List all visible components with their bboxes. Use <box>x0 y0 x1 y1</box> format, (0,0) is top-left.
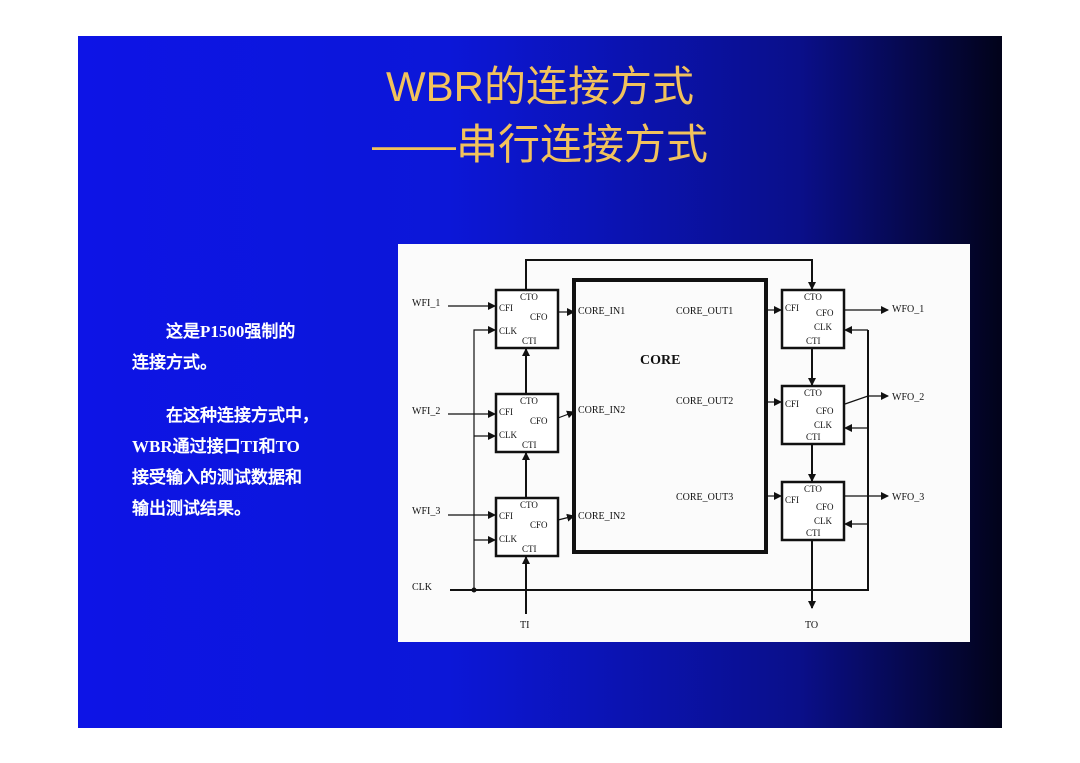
right-wrapper-cell-3: CTO CFI CFO CLK CTI <box>780 480 846 542</box>
core-in-label-2: CORE_IN2 <box>578 405 625 416</box>
description-paragraph-1: 这是P1500强制的 连接方式。 <box>132 316 372 378</box>
cell-port-cfo: CFO <box>816 502 834 512</box>
core-out-label-1: CORE_OUT1 <box>676 306 733 317</box>
cell-port-cfi: CFI <box>499 511 513 521</box>
left-wrapper-cell-3: CTO CFI CFO CLK CTI <box>494 496 560 558</box>
core-in-label-1: CORE_IN1 <box>578 306 625 317</box>
cell-port-cti: CTI <box>522 336 537 346</box>
left-wrapper-cell-1: CTO CFI CFO CLK CTI <box>494 288 560 350</box>
to-label: TO <box>805 620 818 631</box>
left-wrapper-cell-2: CTO CFI CFO CLK CTI <box>494 392 560 454</box>
diagram-svg: CORE CORE_IN1 CORE_IN2 CORE_IN2 CORE_OUT… <box>412 259 924 631</box>
cell-port-clk: CLK <box>499 326 518 336</box>
wbr-serial-connection-diagram: CORE CORE_IN1 CORE_IN2 CORE_IN2 CORE_OUT… <box>398 244 970 642</box>
wfi-2-label: WFI_2 <box>412 406 440 417</box>
slide-title-line1: WBR的连接方式 <box>386 63 694 110</box>
wfi-1-label: WFI_1 <box>412 298 440 309</box>
cell-port-cto: CTO <box>520 396 538 406</box>
cell-port-cfo: CFO <box>816 308 834 318</box>
cell-port-cto: CTO <box>804 292 822 302</box>
cell-port-cfi: CFI <box>785 495 799 505</box>
wfo-3-label: WFO_3 <box>892 492 924 503</box>
cell-port-cto: CTO <box>804 388 822 398</box>
cell-port-clk: CLK <box>499 534 518 544</box>
cell-port-cto: CTO <box>520 500 538 510</box>
cell-port-clk: CLK <box>814 420 833 430</box>
cell-port-cfi: CFI <box>785 399 799 409</box>
slide-title-line2: ——串行连接方式 <box>371 121 708 168</box>
cell-port-clk: CLK <box>814 516 833 526</box>
cell-port-cti: CTI <box>806 432 821 442</box>
core-out-label-3: CORE_OUT3 <box>676 492 733 503</box>
cell-port-clk: CLK <box>814 322 833 332</box>
cell-port-cto: CTO <box>520 292 538 302</box>
para2-line1: 在这种连接方式中， <box>166 406 319 425</box>
cell-port-cfi: CFI <box>499 407 513 417</box>
core-in-label-3: CORE_IN2 <box>578 511 625 522</box>
cell-port-cfo: CFO <box>530 520 548 530</box>
cell-port-cti: CTI <box>522 440 537 450</box>
cell-port-cfi: CFI <box>785 303 799 313</box>
core-out-label-2: CORE_OUT2 <box>676 396 733 407</box>
cell-port-clk: CLK <box>499 430 518 440</box>
clk-label: CLK <box>412 582 433 593</box>
right-wrapper-cell-1: CTO CFI CFO CLK CTI <box>780 288 846 350</box>
wfo-1-label: WFO_1 <box>892 304 924 315</box>
ti-label: TI <box>520 620 529 631</box>
para2-line3: 接受输入的测试数据和 <box>132 468 302 487</box>
right-wrapper-cell-2: CTO CFI CFO CLK CTI <box>780 384 846 446</box>
cell-port-cfo: CFO <box>816 406 834 416</box>
cell-port-cto: CTO <box>804 484 822 494</box>
para1-line1: 这是P1500强制的 <box>166 322 296 341</box>
core-label: CORE <box>640 353 680 368</box>
wfi-3-label: WFI_3 <box>412 506 440 517</box>
slide: WBR的连接方式 ——串行连接方式 这是P1500强制的 连接方式。 在这种连接… <box>78 36 1002 728</box>
cell-port-cti: CTI <box>806 336 821 346</box>
para2-line2: WBR通过接口TI和TO <box>132 437 300 456</box>
cell-port-cti: CTI <box>522 544 537 554</box>
para1-line2: 连接方式。 <box>132 353 217 372</box>
para2-line4: 输出测试结果。 <box>132 499 251 518</box>
cell-port-cfo: CFO <box>530 416 548 426</box>
cell-port-cfo: CFO <box>530 312 548 322</box>
cell-port-cfi: CFI <box>499 303 513 313</box>
cell-port-cti: CTI <box>806 528 821 538</box>
description-paragraph-2: 在这种连接方式中， WBR通过接口TI和TO 接受输入的测试数据和 输出测试结果… <box>132 400 372 524</box>
wfo-2-label: WFO_2 <box>892 392 924 403</box>
